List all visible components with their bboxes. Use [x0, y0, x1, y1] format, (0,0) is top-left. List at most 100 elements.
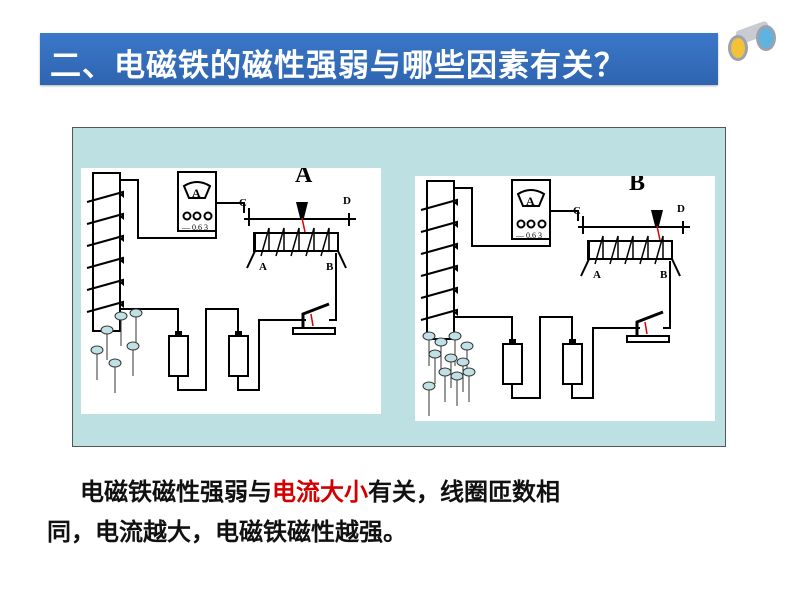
ammeter-dial: [516, 189, 546, 207]
coil-winding: [260, 227, 270, 257]
coil-turn: [86, 300, 124, 313]
battery: [502, 343, 523, 385]
coil-winding: [290, 227, 300, 257]
iron-pin-head: [428, 349, 442, 359]
battery-terminal: [509, 339, 516, 344]
terminal-label-c: C: [573, 205, 581, 217]
coil-winding: [654, 235, 664, 265]
conclusion-text: 有关，线圈匝数相: [368, 478, 560, 506]
slider-pointer: [651, 210, 663, 226]
stand: [246, 233, 256, 269]
wire: [177, 308, 239, 391]
iron-pin-head: [90, 345, 104, 355]
wire: [216, 202, 245, 213]
iron-pin-head: [434, 337, 448, 347]
stand: [337, 233, 347, 269]
ammeter-terminal: [526, 219, 536, 229]
battery-terminal: [235, 331, 242, 336]
coil-turn: [420, 286, 458, 299]
coil-winding: [305, 227, 315, 257]
slider-contact: [301, 217, 306, 233]
iron-pin-head: [438, 367, 452, 377]
switch-base: [292, 327, 336, 335]
coil-turn: [420, 308, 458, 321]
battery-terminal: [569, 339, 576, 344]
iron-pin-head: [444, 353, 458, 363]
switch-spring: [310, 313, 314, 327]
wire: [550, 210, 579, 221]
conclusion-line-2: 同，电流越大，电磁铁磁性越强。: [47, 518, 407, 546]
terminal-label-d: D: [677, 203, 685, 215]
ammeter-terminal: [203, 211, 213, 221]
battery: [168, 335, 189, 377]
coil-winding: [320, 227, 330, 257]
coil-turn: [420, 242, 458, 255]
iron-pin-head: [450, 371, 464, 381]
coil-turn: [86, 234, 124, 247]
conclusion-line-1: 电磁铁磁性强弱与电流大小有关，线圈匝数相: [80, 472, 560, 507]
coil-turn: [420, 264, 458, 277]
terminal-label-a: A: [259, 261, 267, 273]
iron-pin-head: [422, 331, 436, 341]
coil-turn: [86, 190, 124, 203]
coil-turn: [420, 220, 458, 233]
wire: [454, 316, 513, 341]
iron-pin-head: [456, 357, 470, 367]
page-title: 二、电磁铁的磁性强弱与哪些因素有关？: [50, 48, 626, 84]
iron-pin-head: [100, 325, 114, 335]
ammeter-terminal: [537, 219, 547, 229]
conclusion-text: 电磁铁磁性强弱与: [80, 478, 272, 506]
terminal-label-b: B: [326, 261, 334, 273]
ammeter-terminal: [192, 211, 202, 221]
terminal-label-b: B: [660, 269, 668, 281]
iron-pin-head: [422, 381, 436, 391]
ammeter-terminal: [516, 219, 526, 229]
wire: [454, 187, 551, 247]
slider-pointer: [296, 202, 308, 218]
ammeter-symbol: A: [526, 194, 535, 208]
conclusion-highlight: 电流大小: [272, 478, 368, 506]
wire: [120, 179, 217, 239]
wire: [237, 319, 306, 391]
coil-winding: [275, 227, 285, 257]
battery: [562, 343, 583, 385]
diagram-label: A: [295, 168, 313, 188]
experiment-panel: A — 0.6 3 A C D A B A — 0.6 3 B C D A B: [72, 127, 726, 447]
switch-spring: [644, 321, 648, 335]
title-bar: 二、电磁铁的磁性强弱与哪些因素有关？: [40, 33, 718, 85]
iron-pin-head: [462, 367, 476, 377]
circuit-a-drawing: A — 0.6 3 A C D A B: [86, 162, 356, 393]
slider-contact: [656, 225, 661, 241]
switch-lever: [301, 302, 330, 328]
stand: [580, 241, 590, 277]
wire: [571, 327, 640, 399]
coil-winding: [639, 235, 649, 265]
wire: [663, 261, 671, 329]
coil-turn: [420, 198, 458, 211]
coil-winding: [624, 235, 634, 265]
ammeter-symbol: A: [192, 186, 201, 200]
wire: [511, 316, 573, 399]
iron-pin-head: [129, 308, 143, 318]
terminal-label-a: A: [593, 269, 601, 281]
iron-pin-head: [448, 331, 462, 341]
coil-winding: [609, 235, 619, 265]
iron-pin-head: [126, 341, 140, 351]
terminal-label-d: D: [343, 195, 351, 207]
coil-turn: [86, 256, 124, 269]
binoculars-icon: [728, 21, 776, 61]
ammeter-terminal: [182, 211, 192, 221]
battery: [228, 335, 249, 377]
circuit-diagram-a: A — 0.6 3 A C D A B: [81, 162, 381, 414]
wire: [329, 253, 337, 321]
iron-pin-head: [460, 341, 474, 351]
coil-turn: [86, 212, 124, 225]
ammeter-scale: — 0.6 3: [181, 223, 208, 232]
terminal-label-c: C: [239, 197, 247, 209]
coil-turn: [86, 278, 124, 291]
iron-pin-head: [114, 311, 128, 321]
diagram-label: B: [629, 176, 645, 196]
ammeter: [511, 179, 551, 240]
